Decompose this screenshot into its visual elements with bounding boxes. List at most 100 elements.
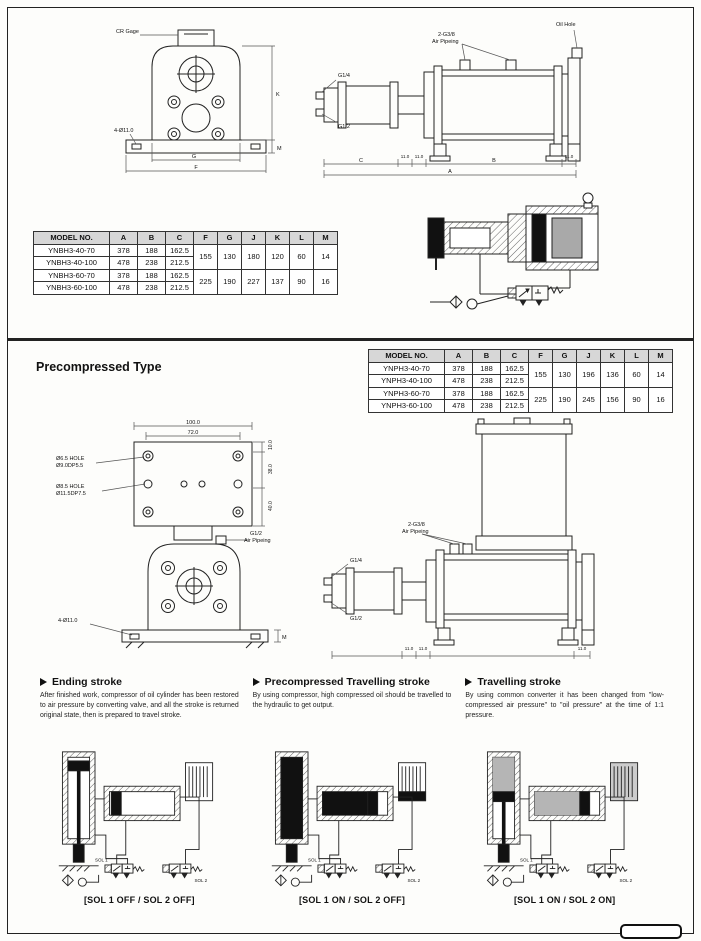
dim-f: F	[194, 165, 198, 171]
table-cell: 378	[109, 243, 138, 257]
label-g12-port-2: Air Pipeing	[244, 538, 271, 544]
label-sol1: SOL 1	[308, 857, 321, 862]
table-cell: 245	[576, 386, 601, 413]
label-hole-small-1: Ø6.5 HOLE	[56, 456, 85, 462]
section-divider	[8, 338, 693, 341]
table-cell: 14	[313, 243, 338, 270]
label-sol1: SOL 1	[520, 857, 533, 862]
stroke-description: By using common converter it has been ch…	[465, 692, 665, 719]
table-cell: 120	[265, 243, 290, 270]
precompressed-front-view-drawing: 100.0 72.0 Ø6.5 HOLE Ø9.0DP5.5 Ø8.5 HOLE…	[56, 420, 287, 649]
stroke-title-row: Ending stroke	[40, 676, 239, 688]
stroke-title-row: Travelling stroke	[465, 676, 664, 688]
dim-m: M	[282, 635, 287, 641]
table-cell: 212.5	[165, 256, 194, 270]
table-cell: 136	[600, 361, 625, 388]
table-cell: 90	[624, 386, 649, 413]
dim-11-1: 11.0	[405, 646, 414, 651]
table-cell: 238	[137, 281, 166, 295]
table-cell: 90	[289, 268, 314, 295]
dim-72: 72.0	[188, 430, 199, 436]
pre-side-dimensions	[329, 533, 591, 659]
label-cr-gage: CR Gage	[116, 29, 139, 35]
label-sol2: SOL 2	[407, 878, 420, 883]
triangle-bullet-icon	[40, 678, 47, 686]
triangle-bullet-icon	[465, 678, 473, 686]
stroke-sections: Ending stroke After finished work, compr…	[40, 676, 664, 905]
col-header: G	[217, 231, 242, 245]
valve-symbols	[104, 863, 203, 879]
table-cell: 188	[137, 268, 166, 282]
col-header: L	[289, 231, 314, 245]
col-header: M	[313, 231, 338, 245]
side-view-drawing: Oil Hole 2-G3/8 Air Pipeing G1/4 G1/2 C …	[315, 22, 583, 178]
label-sol2: SOL 2	[195, 878, 208, 883]
table-cell: 196	[576, 361, 601, 388]
table-cell: 225	[193, 268, 218, 295]
table-cell: 155	[193, 243, 218, 270]
table-cell: 478	[444, 399, 473, 413]
table-row: YNPH3-40-100 478 238 212.5	[368, 374, 673, 388]
page-border-frame	[7, 7, 694, 934]
table-cell: 238	[472, 374, 501, 388]
table-row: YNPH3-60-100 478 238 212.5	[368, 399, 673, 413]
side-view-dimensions	[321, 29, 578, 178]
pre-front-dimensions	[89, 422, 281, 643]
col-header-model: MODEL NO.	[33, 231, 110, 245]
table-cell: 212.5	[500, 399, 529, 413]
valve-symbol	[507, 285, 564, 306]
table-cell: 378	[444, 361, 473, 375]
cross-section-drawing	[427, 192, 599, 310]
table-cell: 156	[600, 386, 625, 413]
label-hole-big-1: Ø8.5 HOLE	[56, 484, 85, 490]
dim-11-3: 11.0	[578, 646, 587, 651]
table-cell: 137	[265, 268, 290, 295]
stroke-title: Ending stroke	[52, 676, 123, 688]
stroke-title-row: Precompressed Travelling stroke	[252, 676, 452, 688]
col-header: C	[165, 231, 194, 245]
table-cell: 478	[444, 374, 473, 388]
side-view-body	[315, 47, 583, 162]
label-g14: G1/4	[338, 73, 350, 79]
table-cell: 378	[109, 268, 138, 282]
label-g12: G1/2	[350, 616, 362, 622]
table-cell: 478	[109, 281, 138, 295]
dim-11-3: 11.0	[565, 154, 574, 159]
stroke-column-precompressed: Precompressed Travelling stroke By using…	[252, 676, 452, 905]
table-cell: 238	[472, 399, 501, 413]
label-base-holes: 4-Ø11.0	[58, 618, 77, 624]
dim-a: A	[448, 169, 452, 175]
table-row: YNPH3-60-70 378 188 162.5 225 190 245 15…	[368, 386, 673, 413]
col-header: J	[576, 349, 601, 363]
col-header: B	[472, 349, 501, 363]
label-air-piping-2: Air Pipeing	[402, 529, 429, 535]
stroke-title: Travelling stroke	[477, 676, 561, 688]
section-title: Precompressed Type	[36, 360, 162, 374]
cell-model: YNBH3-40-100	[33, 256, 110, 270]
table-row: YNBH3-60-70 378 188 162.5 225 190 227 13…	[33, 268, 338, 295]
col-header: L	[624, 349, 649, 363]
stroke-caption: [SOL 1 ON / SOL 2 OFF]	[298, 895, 406, 905]
dim-40: 40.0	[268, 501, 274, 511]
label-base-holes: 4-Ø11.0	[114, 128, 133, 134]
dim-m: M	[277, 146, 282, 152]
label-g14: G1/4	[350, 558, 362, 564]
table-header-row: MODEL NO. A B C F G J K L M	[33, 231, 338, 245]
precompressed-side-view-drawing: 2-G3/8 Air Pipeing G1/4 G1/2 11.0 11.0 1…	[323, 417, 595, 659]
air-service-unit	[61, 874, 100, 887]
col-header: A	[444, 349, 473, 363]
table-cell: 190	[552, 386, 577, 413]
front-view-dimensions	[125, 34, 275, 173]
label-oil-hole: Oil Hole	[556, 22, 576, 28]
table-cell: 188	[137, 243, 166, 257]
table-header-row: MODEL NO. A B C F G J K L M	[368, 349, 673, 363]
table-cell: 180	[241, 243, 266, 270]
label-hole-big-2: Ø11.5DP7.5	[56, 491, 86, 497]
dim-11-1: 11.0	[401, 154, 410, 159]
travelling-stroke-diagram: SOL 1 SOL 2	[484, 751, 639, 887]
table-cell: 212.5	[165, 281, 194, 295]
stroke-description: After finished work, compressor of oil c…	[40, 692, 239, 719]
front-view-body	[125, 29, 267, 154]
label-air-piping-2: Air Pipeing	[432, 39, 459, 45]
